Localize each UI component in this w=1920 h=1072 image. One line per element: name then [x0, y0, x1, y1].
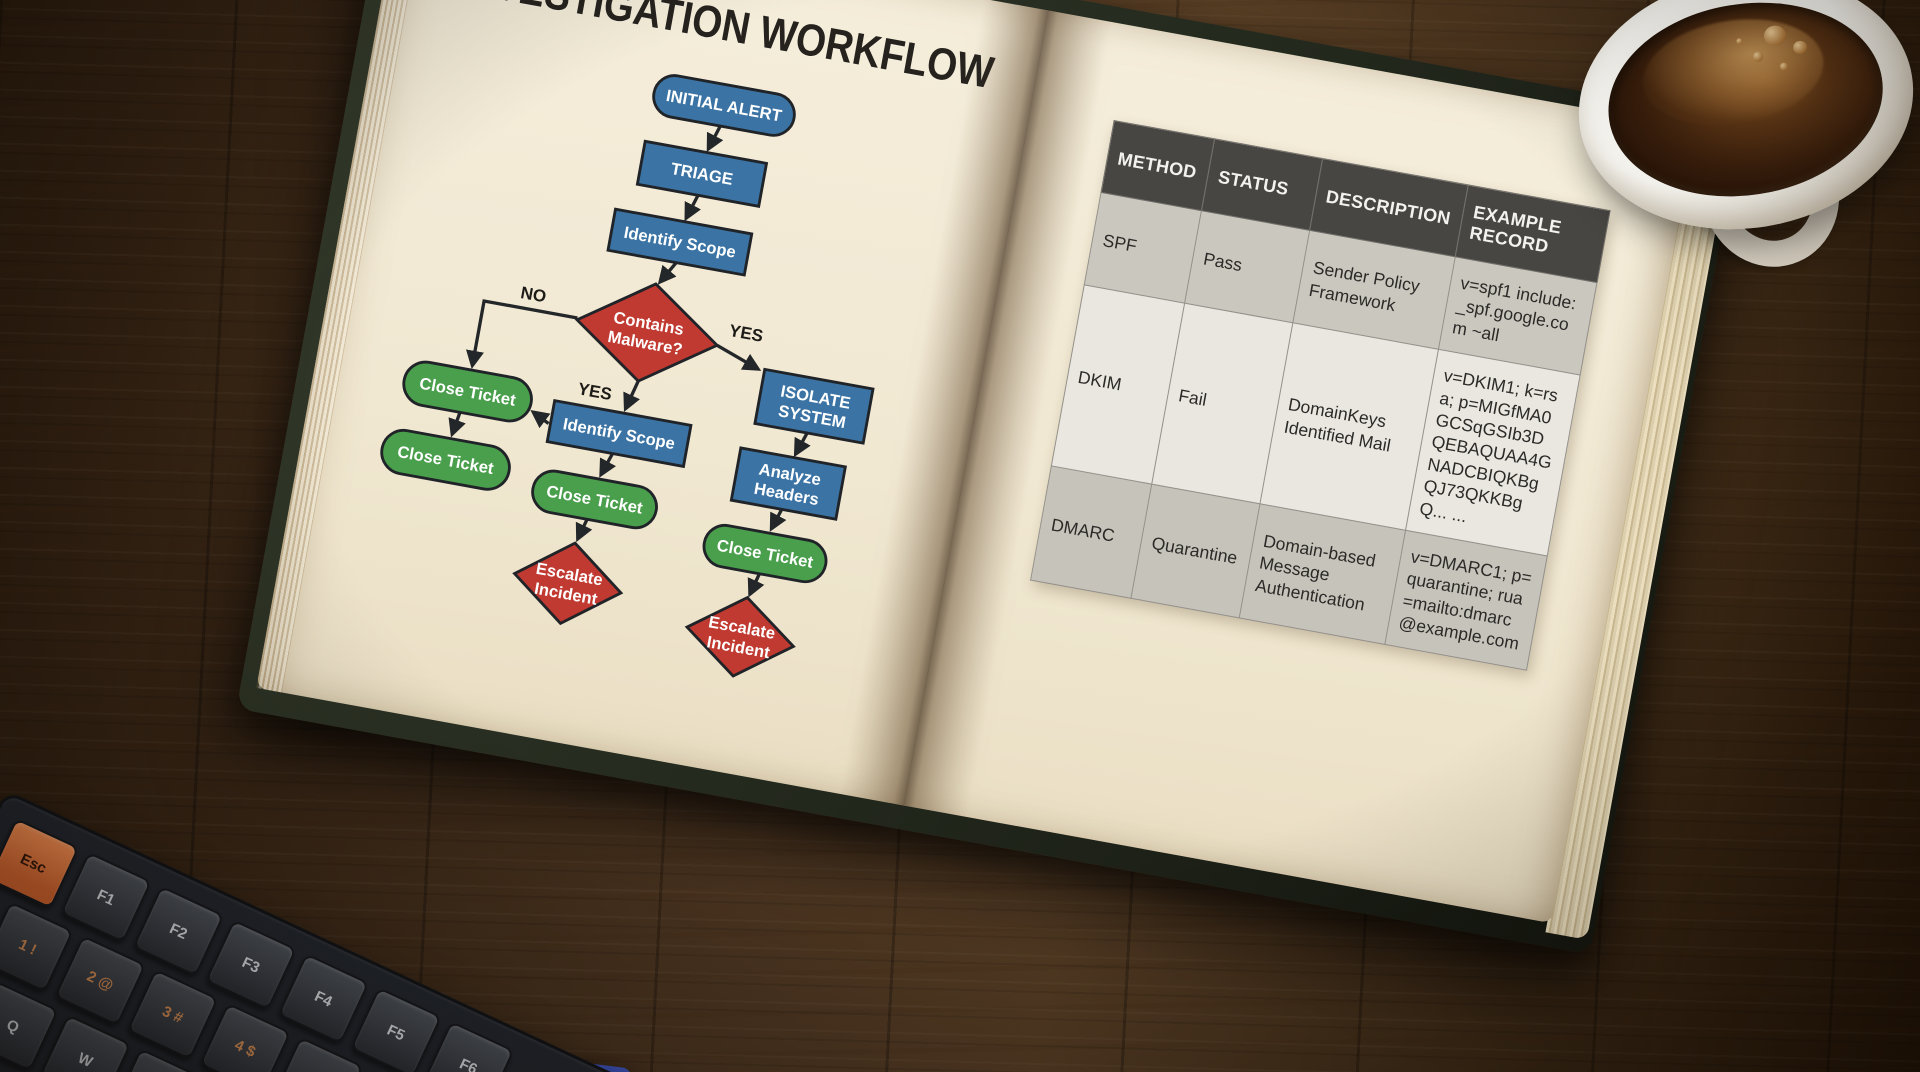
- key-f3: F3: [204, 919, 298, 1011]
- node-close-ticket-mid: Close Ticket: [531, 469, 658, 530]
- edge-label-no: NO: [519, 283, 548, 306]
- node-triage: TRIAGE: [635, 139, 769, 208]
- node-analyze-headers: Analyze Headers: [729, 446, 848, 521]
- coffee-cup: [1511, 0, 1920, 301]
- cell-dmarc-record: v=DMARC1; p=quarantine; rua=mailto:dmarc…: [1384, 530, 1548, 671]
- edge-yes-down: [623, 380, 640, 412]
- node-escalate-incident-mid: Escalate Incident: [512, 541, 624, 626]
- cell-dmarc-status: Quarantine: [1131, 484, 1260, 619]
- key-3: 3 #: [126, 968, 219, 1061]
- node-isolate-system: ISOLATE SYSTEM: [753, 367, 875, 445]
- flowchart-connectors: [448, 125, 811, 598]
- edge-label-yes-down: YES: [576, 379, 613, 404]
- node-close-ticket-right: Close Ticket: [702, 523, 828, 584]
- node-initial-alert: INITIAL ALERT: [652, 74, 796, 137]
- node-identify-scope-mid: Identify Scope: [545, 398, 693, 469]
- key-2: 2 @: [54, 935, 147, 1027]
- node-identify-scope-top: Identify Scope: [606, 207, 754, 277]
- key-f1: F1: [59, 851, 153, 943]
- node-contains-malware: Contains Malware?: [574, 282, 720, 383]
- left-page: INVESTIGATION WORKFLOW: [256, 0, 1049, 806]
- open-book: INVESTIGATION WORKFLOW: [236, 0, 1742, 955]
- node-close-ticket-left-1: Close Ticket: [402, 360, 533, 423]
- email-auth-table: METHOD STATUS DESCRIPTION EXAMPLE RECORD…: [1030, 120, 1611, 671]
- node-escalate-incident-right: Escalate Incident: [684, 595, 796, 678]
- node-close-ticket-left-2: Close Ticket: [380, 428, 511, 491]
- edge-no: [466, 299, 578, 369]
- key-f5: F5: [349, 986, 443, 1072]
- edge-label-yes-right: YES: [728, 321, 765, 346]
- cell-dmarc-description: Domain-based Message Authentication: [1238, 503, 1406, 645]
- investigation-flowchart: NO YES YES INITIAL ALERT TRIAGE Identi: [380, 74, 875, 678]
- edge-yes-right: [716, 343, 762, 371]
- cell-dkim-record: v=DKIM1; k=rsa; p=MIGfMA0GCSqGSIb3DQEBAQ…: [1405, 349, 1581, 556]
- cell-spf-method: SPF: [1084, 192, 1202, 304]
- key-f4: F4: [277, 953, 370, 1045]
- key-f2: F2: [132, 885, 225, 977]
